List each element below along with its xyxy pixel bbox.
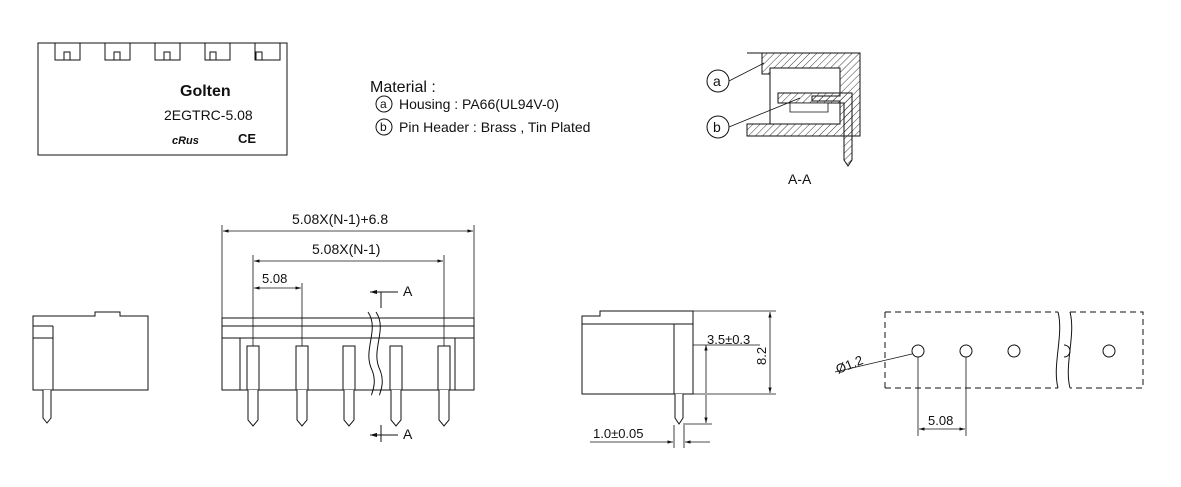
pcb-hole [959, 344, 973, 358]
marker-b-circle [375, 118, 393, 136]
pcb-hole [1007, 344, 1021, 358]
pcb-hole [1102, 344, 1116, 358]
material-block: Material : a Housing : PA66(UL94V-0) b P… [370, 79, 590, 136]
marker-a-circle [375, 95, 393, 113]
dim-pin-span: 5.08X(N-1) [312, 241, 380, 257]
dim-body-height: 8.2 [754, 347, 769, 365]
material-item-housing: Housing : PA66(UL94V-0) [399, 96, 559, 112]
brand-logo: Golten [180, 83, 231, 100]
pcb-hole [911, 344, 925, 358]
dim-pitch: 5.08 [262, 271, 287, 286]
dim-hole-diameter: Ø1.2 [834, 352, 866, 376]
callout-b: b [713, 119, 721, 135]
material-item-pin: Pin Header : Brass , Tin Plated [399, 119, 590, 135]
material-marker-a: a [380, 97, 387, 111]
top-view-slots [54, 43, 281, 61]
end-view [32, 311, 149, 424]
dim-pin-height: 3.5±0.3 [707, 332, 750, 347]
material-title: Material : [370, 79, 436, 96]
section-view-aa: a b A-A [706, 52, 861, 187]
dim-overall-length: 5.08X(N-1)+6.8 [292, 211, 388, 227]
side-view: 3.5±0.3 8.2 1.0±0.05 [581, 310, 776, 448]
front-view: 5.08X(N-1)+6.8 5.08X(N-1) 5.08 A A [221, 211, 475, 442]
pcb-layout: Ø1.2 5.08 [834, 311, 1144, 436]
dim-pcb-pitch: 5.08 [928, 413, 953, 428]
material-marker-b: b [380, 120, 387, 134]
section-mark-top: A [403, 283, 413, 299]
top-view-label-panel: Golten 2EGTRC-5.08 cRus CE [37, 42, 288, 156]
part-number: 2EGTRC-5.08 [164, 107, 253, 123]
section-mark-bottom: A [403, 426, 413, 442]
ce-mark: CE [238, 131, 256, 146]
callout-a: a [713, 73, 721, 89]
section-label: A-A [788, 171, 812, 187]
ul-mark: cRus [172, 135, 199, 147]
dim-pin-width: 1.0±0.05 [593, 426, 644, 441]
